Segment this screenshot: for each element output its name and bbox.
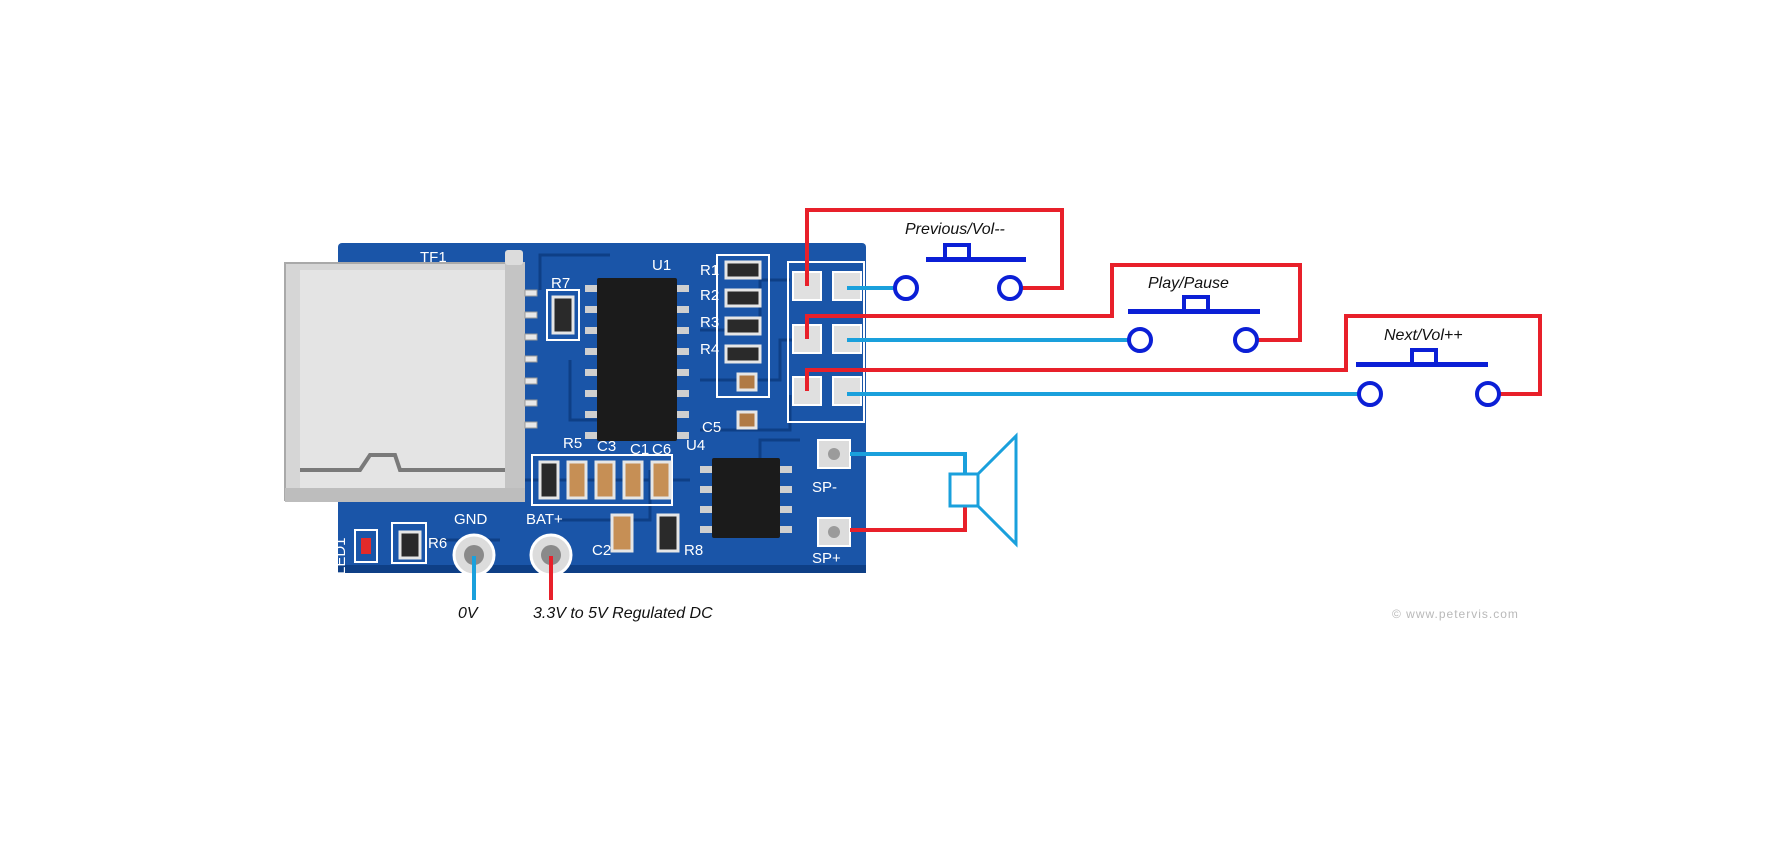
pcb-module: TF1 R7 U1 R1 R2 R3 R4 C5 R5 C3 C1 C6 U4 …	[284, 243, 866, 577]
silk-gnd: GND	[454, 511, 488, 528]
silk-c1: C1	[630, 441, 649, 458]
wire-next-common	[805, 314, 1542, 396]
wire-play-common	[805, 263, 1302, 342]
pcb-edge	[338, 565, 866, 573]
button-previous: Previous/Vol--	[893, 221, 1026, 301]
silk-sp-plus: SP+	[812, 550, 841, 567]
wire-speaker-minus	[850, 452, 967, 474]
silk-led: LED1	[332, 537, 349, 575]
power-holes	[452, 533, 573, 577]
button-header-pads	[787, 261, 865, 423]
silk-r5: R5	[563, 435, 582, 452]
button-play-label: Play/Pause	[1148, 275, 1229, 292]
silk-c3: C3	[597, 438, 616, 455]
chip-u1	[585, 278, 689, 441]
button-next: Next/Vol++	[1356, 327, 1501, 407]
silk-u4: U4	[686, 437, 705, 454]
watermark: © www.petervis.com	[1392, 607, 1519, 621]
speaker-pads	[817, 439, 851, 547]
button-play: Play/Pause	[1127, 275, 1260, 353]
silk-sp-minus: SP-	[812, 479, 837, 496]
resistor-r7	[551, 295, 575, 335]
led-indicator	[361, 538, 371, 554]
sd-card-slot	[284, 250, 538, 502]
button-previous-label: Previous/Vol--	[905, 221, 1005, 238]
silk-tf: TF1	[420, 249, 447, 266]
silk-r4: R4	[700, 341, 719, 358]
wire-previous-common	[805, 208, 1064, 290]
silk-r3: R3	[700, 314, 719, 331]
chip-u4	[700, 458, 792, 538]
silk-u1: U1	[652, 257, 671, 274]
resistor-array	[716, 254, 770, 430]
silk-c6: C6	[652, 441, 671, 458]
silk-c2: C2	[592, 542, 611, 559]
silk-bat: BAT+	[526, 511, 563, 528]
silkscreen-labels: TF1 R7 U1 R1 R2 R3 R4 C5 R5 C3 C1 C6 U4 …	[332, 249, 841, 575]
silk-r1: R1	[700, 262, 719, 279]
bottom-passives	[354, 454, 680, 564]
silk-c5: C5	[702, 419, 721, 436]
silk-r7: R7	[551, 275, 570, 292]
wires	[472, 208, 1542, 600]
silk-r2: R2	[700, 287, 719, 304]
vcc-label: 3.3V to 5V Regulated DC	[533, 605, 713, 622]
silk-r8: R8	[684, 542, 703, 559]
speaker-icon	[948, 432, 1018, 548]
silk-r6: R6	[428, 535, 447, 552]
gnd-label: 0V	[458, 605, 479, 622]
wire-speaker-plus	[850, 506, 967, 532]
button-next-label: Next/Vol++	[1384, 327, 1463, 344]
